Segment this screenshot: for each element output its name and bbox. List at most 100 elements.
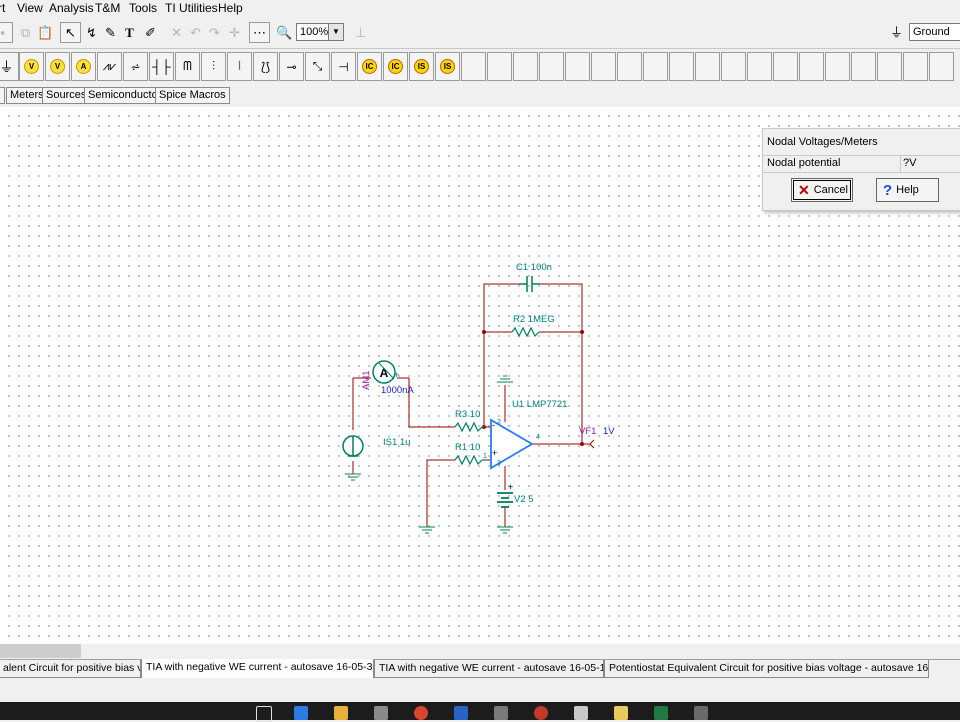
empty-slot-13[interactable] [773,52,798,81]
empty-slot-8[interactable] [643,52,668,81]
menu-tools[interactable]: Tools [129,1,158,15]
capacitor-icon[interactable]: ┤├ [149,52,174,81]
transformer-icon[interactable]: ⫶ [201,52,226,81]
media-icon[interactable] [534,706,548,720]
is1-label: IS1 1u [383,437,411,448]
empty-slot-17[interactable] [877,52,902,81]
doc-tab-potentiostat-bias[interactable]: alent Circuit for positive bias voltage [0,660,141,678]
pin1-label: 1 [483,453,487,460]
voltmeter-icon[interactable]: V [19,52,44,81]
scrollbar-thumb[interactable] [0,644,81,658]
close-icon: ✕ [798,181,810,198]
switch-icon[interactable]: ⊸ [279,52,304,81]
empty-slot-11[interactable] [721,52,746,81]
variable-resistor-icon[interactable]: ⤡ [305,52,330,81]
menu-analysis[interactable]: Analysis [49,1,94,15]
outlook-icon[interactable] [454,706,468,720]
transformer-3-icon[interactable]: ⟅⟆ [253,52,278,81]
ic-4-icon[interactable]: IS [435,52,460,81]
unknown-tool-icon[interactable]: ▪ [0,22,13,43]
menu-help[interactable]: Help [218,1,243,15]
tab-sources[interactable]: Sources [42,87,91,104]
battery-icon[interactable]: ⊣ [331,52,356,81]
inductor-icon[interactable]: ᗰ [175,52,200,81]
ammeter-icon[interactable]: A [71,52,96,81]
doc-tab-tia-negative-1[interactable]: TIA with negative WE current - autosave … [141,659,374,679]
menu-ti-utilities[interactable]: TI Utilities [165,1,218,15]
empty-slot-18[interactable] [903,52,928,81]
zoom-select[interactable]: 100% ▼ [296,23,344,41]
zoom-value: 100% [300,26,329,38]
move-icon[interactable]: ✛ [229,25,240,40]
empty-slot-9[interactable] [669,52,694,81]
chevron-down-icon[interactable]: ▼ [328,24,343,40]
menu-tm[interactable]: T&M [95,1,121,15]
menu-view[interactable]: View [17,1,43,15]
cancel-button[interactable]: ✕ Cancel [791,178,853,202]
file-explorer-icon[interactable] [334,706,348,720]
empty-slot-2[interactable] [487,52,512,81]
voltmeter-2-icon[interactable]: V [45,52,70,81]
empty-slot-12[interactable] [747,52,772,81]
empty-slot-3[interactable] [513,52,538,81]
doc-tab-tia-negative-2[interactable]: TIA with negative WE current - autosave … [374,660,604,678]
help-button[interactable]: ? Help [876,178,939,202]
app-icon[interactable] [494,706,508,720]
empty-slot-1[interactable] [461,52,486,81]
wire-select-icon[interactable]: ↯ [86,25,97,40]
text-edit-icon[interactable]: ✐ [145,25,156,40]
delete-icon[interactable]: ✕ [171,25,182,40]
chrome-icon[interactable] [414,706,428,720]
folder-icon[interactable] [614,706,628,720]
tab-semiconductors[interactable]: Semiconductors [84,87,171,104]
am1-label: AM1 [361,370,372,390]
empty-slot-14[interactable] [799,52,824,81]
redo-icon[interactable]: ↷ [209,25,220,40]
ic-2-icon[interactable]: IC [383,52,408,81]
select-arrow-icon[interactable]: ↖ [60,22,81,43]
undo-icon[interactable]: ↶ [190,25,201,40]
horizontal-scrollbar[interactable] [0,644,960,659]
empty-slot-6[interactable] [591,52,616,81]
ground-select[interactable]: Ground [909,23,960,41]
ground-value: Ground [913,26,950,38]
resistor-icon[interactable]: ⩘⩗ [97,52,122,81]
ammeter-am1: A [372,360,396,384]
text-tool-icon[interactable]: T [125,25,134,40]
empty-slot-16[interactable] [851,52,876,81]
empty-slot-15[interactable] [825,52,850,81]
empty-slot-5[interactable] [565,52,590,81]
transformer-2-icon[interactable]: ⦚ [227,52,252,81]
rotate-icon[interactable]: ⊥ [354,25,367,40]
doc-tab-potentiostat-autosave[interactable]: Potentiostat Equivalent Circuit for posi… [604,660,929,678]
ic-icon[interactable]: IC [357,52,382,81]
paste-icon[interactable]: 📋 [37,25,54,40]
tab-basic[interactable] [0,87,5,104]
app-2-icon[interactable] [694,706,708,720]
ground-symbol-icon[interactable]: ⏚ [0,52,19,81]
edge-icon[interactable] [294,706,308,720]
grid-icon[interactable]: ⋯ [249,22,270,43]
empty-slot-19[interactable] [929,52,954,81]
pen-icon[interactable]: ✎ [105,25,116,40]
potentiometer-icon[interactable]: ⩫ [123,52,148,81]
opamp-u1 [490,418,534,470]
empty-slot-7[interactable] [617,52,642,81]
zoom-icon[interactable]: 🔍 [276,25,293,40]
vf1-label: VF1 [579,426,597,437]
ground-tool-icon[interactable]: ⏚ [889,25,903,40]
am1-value: 1000nA [381,385,414,396]
ic-3-icon[interactable]: IS [409,52,434,81]
empty-slot-10[interactable] [695,52,720,81]
tab-meters[interactable]: Meters [6,87,48,104]
help-label: Help [896,184,919,196]
tab-spice-macros[interactable]: Spice Macros [155,87,230,104]
pin3-label: 3 [497,460,501,467]
tina-icon[interactable] [574,706,588,720]
excel-icon[interactable] [654,706,668,720]
opamp-minus: - [492,420,495,430]
empty-slot-4[interactable] [539,52,564,81]
store-icon[interactable] [374,706,388,720]
copy-icon[interactable]: ⧉ [20,25,31,40]
menu-insert[interactable]: rt [0,1,6,15]
